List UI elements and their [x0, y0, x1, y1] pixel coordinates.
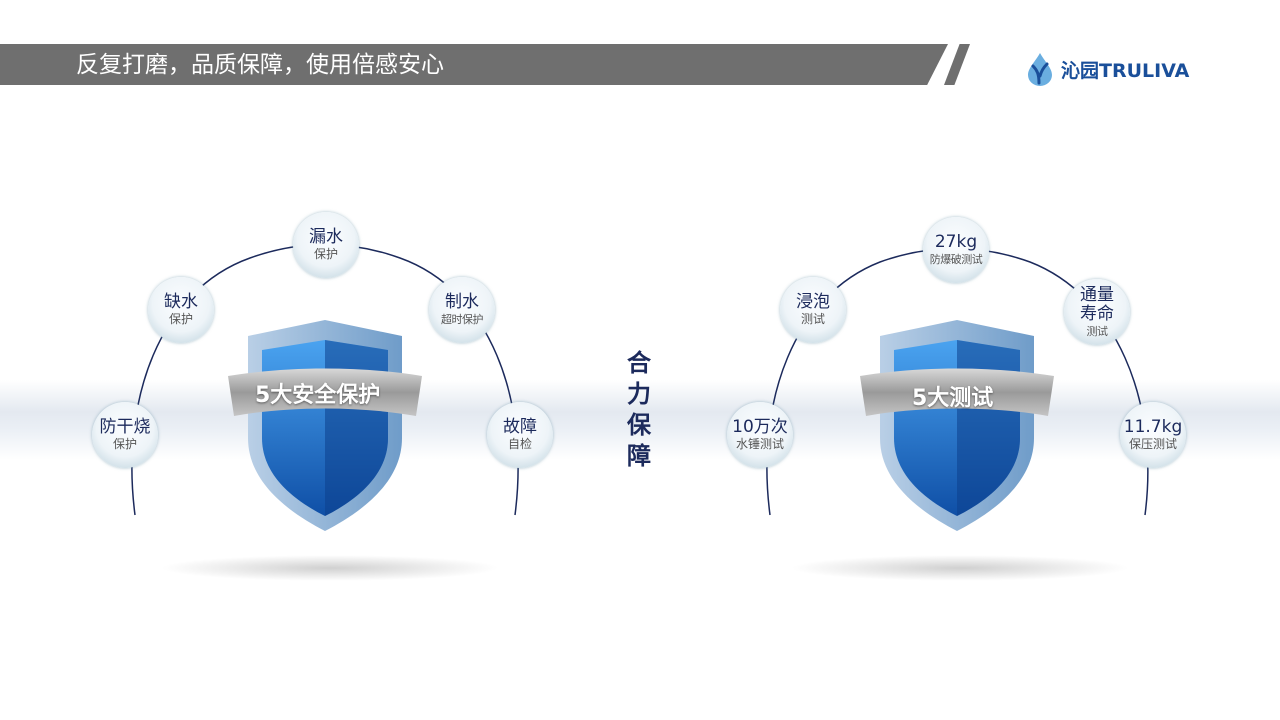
- bubble-title: 浸泡: [796, 292, 830, 312]
- logo-text: 沁园TRULIVA: [1061, 59, 1190, 82]
- center-title-char: 保: [627, 411, 651, 439]
- bubble-subtitle: 保压测试: [1128, 437, 1177, 451]
- bubble-fault-self-check: 故障自检: [487, 402, 553, 468]
- bubble-timeout-protection: 制水超时保护: [429, 277, 495, 343]
- center-title-char: 障: [627, 442, 651, 470]
- bubble-title: 27kg: [934, 232, 978, 252]
- bubble-title: 防干烧: [99, 417, 151, 437]
- bubble-water-shortage-protection: 缺水保护: [148, 277, 214, 343]
- bubble-subtitle: 保护: [313, 247, 338, 261]
- bubble-subtitle: 保护: [168, 312, 193, 326]
- bubble-title: 故障: [503, 417, 537, 437]
- bubble-subtitle: 测试: [800, 312, 825, 326]
- center-title-char: 力: [627, 380, 651, 408]
- center-title-char: 合: [627, 349, 651, 377]
- bubble-leak-protection: 漏水保护: [293, 212, 359, 278]
- bubble-subtitle: 防爆破测试: [929, 253, 983, 266]
- title-banner: [0, 44, 948, 85]
- bubble-subtitle: 保护: [112, 437, 137, 451]
- shield-icon: [228, 320, 422, 531]
- bubble-title: 缺水: [164, 292, 198, 312]
- water-drop-logo-icon: [1028, 53, 1052, 86]
- bubble-soak-test: 浸泡测试: [780, 277, 846, 343]
- bubble-title: 通量寿命: [1080, 284, 1114, 324]
- shield-shadow: [160, 555, 500, 581]
- bubble-subtitle: 自检: [507, 437, 532, 451]
- shield-shadow: [790, 555, 1130, 581]
- page-title: 反复打磨，品质保障，使用倍感安心: [76, 52, 444, 78]
- bubble-title: 11.7kg: [1123, 417, 1183, 437]
- bubble-title: 漏水: [309, 227, 343, 247]
- bubble-subtitle: 超时保护: [441, 313, 484, 326]
- bubble-water-hammer-test: 10万次水锤测试: [727, 402, 793, 468]
- bubble-dry-burn-protection: 防干烧保护: [92, 402, 158, 468]
- bubble-title: 制水: [445, 292, 479, 312]
- center-title: 合 力 保 障: [624, 348, 654, 472]
- bubble-title: 10万次: [732, 417, 788, 437]
- right-ribbon-label: 5大测试: [912, 386, 994, 411]
- bubble-subtitle: 测试: [1086, 324, 1109, 338]
- water-splash-background: [0, 380, 1280, 460]
- left-ribbon-label: 5大安全保护: [255, 383, 381, 408]
- brand-logo: 沁园TRULIVA: [1025, 52, 1189, 86]
- shield-icon: [860, 320, 1054, 531]
- bubble-flux-life-test: 通量寿命测试: [1064, 279, 1130, 345]
- bubble-subtitle: 水锤测试: [735, 437, 784, 451]
